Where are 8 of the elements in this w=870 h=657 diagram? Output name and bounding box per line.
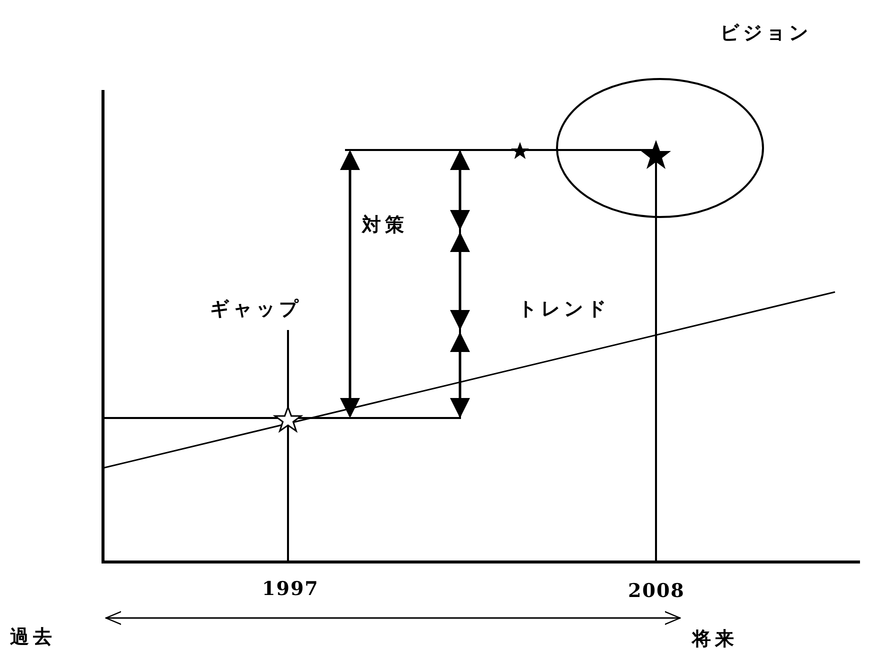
vision-label: ビジョン [720,21,812,46]
gap-label: ギャップ [210,297,302,322]
past-label: 過去 [10,625,56,650]
year-label: 1997 [262,578,319,600]
trend-label: トレンド [518,297,610,322]
countermeasure-label: 対策 [362,213,408,238]
year-label: 2008 [628,580,685,602]
future-label: 将来 [692,627,738,652]
